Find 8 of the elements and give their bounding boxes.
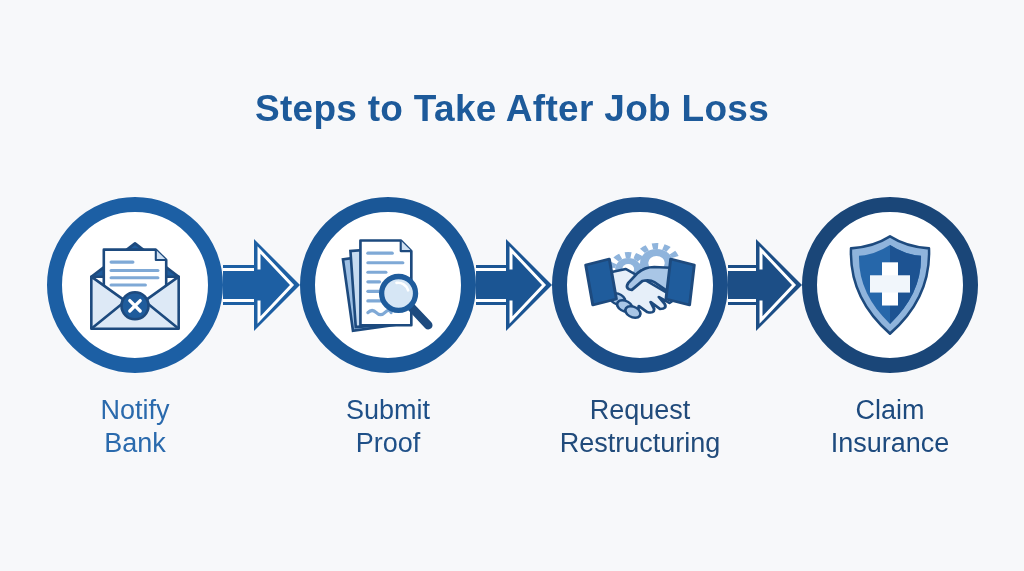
- arrow: [223, 237, 302, 333]
- step-label: Claim Insurance: [829, 394, 951, 460]
- step-label: Notify Bank: [99, 394, 171, 460]
- step-label: Submit Proof: [344, 394, 431, 460]
- title: Steps to Take After Job Loss: [254, 87, 770, 131]
- arrow: [476, 237, 554, 333]
- step-label: Request Restructuring: [558, 394, 722, 460]
- arrow: [728, 237, 804, 333]
